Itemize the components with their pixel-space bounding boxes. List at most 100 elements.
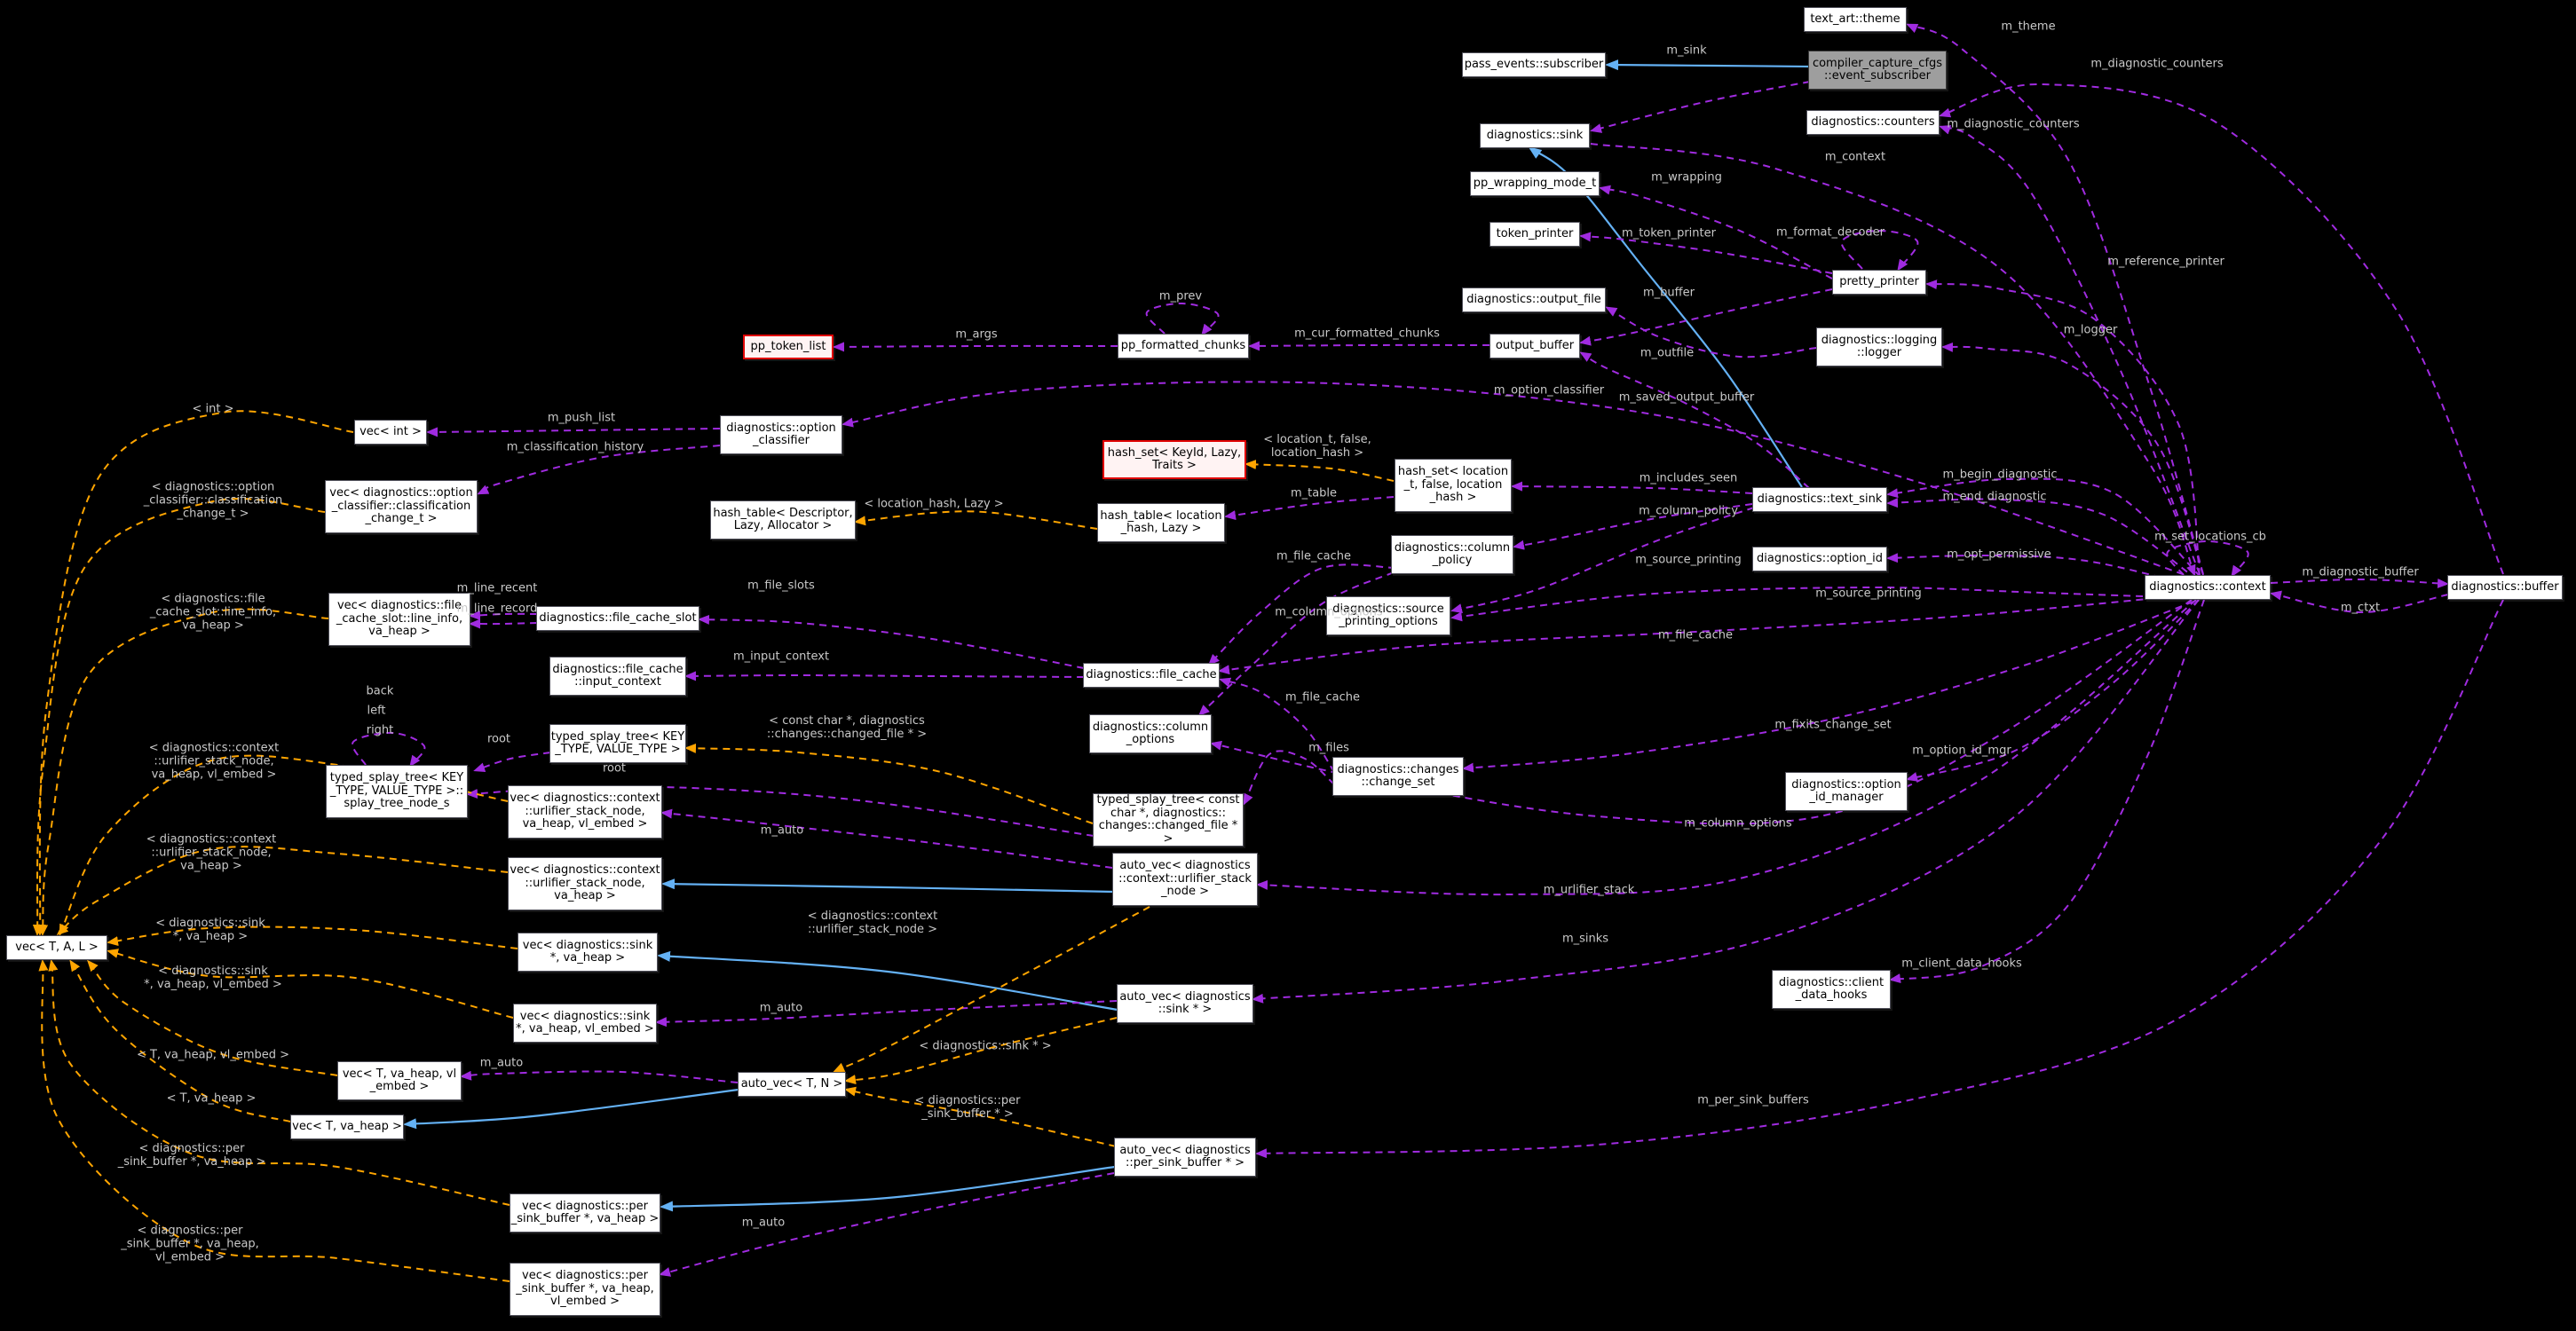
usage-edge	[1450, 507, 1755, 613]
node-label: diagnostics::changes	[1337, 762, 1459, 776]
usage-edge	[833, 342, 1118, 352]
node-auto-vec-urlifier[interactable]: auto_vec< diagnostics::context::urlifier…	[1112, 853, 1258, 906]
node-label: _change_t >	[365, 512, 438, 526]
node-pp-formatted-chunks[interactable]: pp_formatted_chunks	[1118, 334, 1249, 358]
usage-edge	[426, 427, 721, 437]
node-vec-int[interactable]: vec< int >	[354, 420, 427, 445]
node-vec-psb[interactable]: vec< diagnostics::per_sink_buffer *, va_…	[510, 1193, 660, 1233]
node-label: output_buffer	[1495, 338, 1575, 352]
node-vec-t[interactable]: vec< T, va_heap >	[290, 1114, 404, 1139]
node-input-context[interactable]: diagnostics::file_cache::input_context	[549, 657, 686, 696]
inheritance-edge	[1605, 59, 1811, 71]
inheritance-edge	[660, 1165, 1116, 1212]
node-auto-vec-tn[interactable]: auto_vec< T, N >	[738, 1072, 846, 1097]
node-column-policy[interactable]: diagnostics::column_policy	[1391, 535, 1513, 574]
usage-edge	[684, 671, 1085, 681]
usage-edge	[1243, 750, 1335, 806]
node-vec-t-embed[interactable]: vec< T, va_heap, vl_embed >	[337, 1061, 462, 1100]
node-label: vec< diagnostics::per	[522, 1269, 648, 1283]
node-token-printer[interactable]: token_printer	[1489, 222, 1580, 247]
node-label: vec< diagnostics::context	[510, 792, 660, 806]
template-edge	[69, 959, 291, 1122]
node-label: hash_table< Descriptor,	[713, 506, 853, 520]
node-label: diagnostics::source	[1332, 602, 1444, 616]
node-label: diagnostics::file_cache	[1086, 667, 1217, 681]
node-label: vec< diagnostics::context	[510, 863, 660, 878]
node-pp-token-list[interactable]: pp_token_list	[743, 335, 834, 359]
node-client-data-hooks[interactable]: diagnostics::client_data_hooks	[1772, 970, 1891, 1009]
node-hash-set-keyid[interactable]: hash_set< KeyId, Lazy,Traits >	[1102, 440, 1246, 479]
node-label: _hash >	[1429, 491, 1477, 505]
node-vec-tal[interactable]: vec< T, A, L >	[6, 935, 107, 960]
node-event-subscriber[interactable]: compiler_capture_cfgs::event_subscriber	[1808, 51, 1947, 90]
node-context[interactable]: diagnostics::context	[2145, 575, 2271, 600]
node-theme[interactable]: text_art::theme	[1804, 7, 1907, 32]
template-edge	[87, 959, 338, 1076]
node-label: diagnostics::column	[1394, 540, 1511, 555]
node-label: _embed >	[369, 1080, 430, 1093]
usage-edge	[1256, 599, 2197, 896]
node-pretty-printer[interactable]: pretty_printer	[1832, 270, 1926, 295]
node-pp-wrapping[interactable]: pp_wrapping_mode_t	[1470, 171, 1600, 196]
node-typed-splay-kv[interactable]: typed_splay_tree< KEY_TYPE, VALUE_TYPE >	[549, 724, 686, 763]
node-label: _TYPE, VALUE_TYPE >::	[329, 784, 464, 798]
node-buffer[interactable]: diagnostics::buffer	[2447, 575, 2563, 600]
template-edge	[1245, 460, 1395, 482]
node-sink[interactable]: diagnostics::sink	[1480, 123, 1590, 148]
node-file-cache[interactable]: diagnostics::file_cache	[1083, 663, 1220, 688]
node-vec-line-info[interactable]: vec< diagnostics::file_cache_slot::line_…	[328, 593, 470, 646]
node-label: auto_vec< diagnostics	[1119, 989, 1251, 1004]
node-file-cache-slot[interactable]: diagnostics::file_cache_slot	[536, 606, 699, 631]
node-pass-subscriber[interactable]: pass_events::subscriber	[1462, 52, 1606, 77]
node-vec-sink-embed[interactable]: vec< diagnostics::sink*, va_heap, vl_emb…	[513, 1004, 657, 1043]
usage-edge	[1906, 23, 2204, 575]
node-label: _sink_buffer *, va_heap >	[510, 1212, 660, 1225]
usage-edge	[1590, 81, 1811, 133]
template-edge	[48, 959, 510, 1206]
node-counters[interactable]: diagnostics::counters	[1806, 110, 1940, 135]
template-edge	[107, 925, 518, 949]
inheritance-edge	[661, 878, 1114, 894]
node-output-file[interactable]: diagnostics::output_file	[1462, 287, 1606, 312]
usage-edge	[1840, 229, 1919, 272]
node-column-options[interactable]: diagnostics::column_options	[1089, 714, 1212, 753]
node-label: pp_wrapping_mode_t	[1473, 176, 1597, 190]
node-logger[interactable]: diagnostics::logging::logger	[1816, 327, 1942, 366]
usage-edge	[1219, 677, 1335, 773]
node-option-id-manager[interactable]: diagnostics::option_id_manager	[1785, 772, 1908, 811]
node-hash-table-desc[interactable]: hash_table< Descriptor,Lazy, Allocator >	[710, 500, 856, 539]
node-change-set[interactable]: diagnostics::changes::change_set	[1332, 757, 1464, 796]
node-label: _classifier	[753, 434, 810, 447]
node-text-sink[interactable]: diagnostics::text_sink	[1752, 487, 1887, 512]
node-output-buffer[interactable]: output_buffer	[1489, 334, 1580, 358]
usage-edge	[1252, 599, 2200, 1004]
node-vec-urlifier-embed[interactable]: vec< diagnostics::context::urlifier_stac…	[508, 785, 662, 839]
template-edge	[844, 1017, 1118, 1085]
node-label: ::change_set	[1361, 776, 1435, 789]
node-source-printing[interactable]: diagnostics::source_printing_options	[1326, 596, 1450, 635]
node-vec-urlifier[interactable]: vec< diagnostics::context::urlifier_stac…	[508, 857, 662, 910]
node-label: diagnostics::client	[1778, 975, 1885, 989]
usage-edge	[1579, 288, 1833, 346]
node-vec-psb-embed[interactable]: vec< diagnostics::per_sink_buffer *, va_…	[510, 1263, 660, 1316]
node-label: vec< diagnostics::option	[329, 486, 473, 500]
node-option-classifier[interactable]: diagnostics::option_classifier	[720, 415, 842, 454]
node-label: vec< diagnostics::per	[522, 1199, 648, 1213]
node-label: va_heap >	[368, 625, 431, 639]
usage-edge	[1218, 594, 2193, 675]
node-label: va_heap >	[554, 889, 616, 903]
template-edge	[833, 906, 1150, 1073]
node-auto-vec-sink[interactable]: auto_vec< diagnostics::sink * >	[1117, 984, 1253, 1023]
node-splay-node[interactable]: typed_splay_tree< KEY_TYPE, VALUE_TYPE >…	[326, 765, 468, 818]
node-hash-set-loc[interactable]: hash_set< location_t, false, location_ha…	[1395, 459, 1512, 512]
usage-edge	[1450, 586, 2193, 622]
node-label: ::urlifier_stack_node,	[525, 804, 645, 818]
node-label: diagnostics::text_sink	[1757, 492, 1883, 506]
node-hash-table-loc[interactable]: hash_table< location_hash, Lazy >	[1097, 503, 1225, 542]
node-vec-class-change[interactable]: vec< diagnostics::option_classifier::cla…	[325, 480, 478, 533]
node-vec-sink[interactable]: vec< diagnostics::sink*, va_heap >	[518, 933, 658, 972]
node-option-id[interactable]: diagnostics::option_id	[1752, 547, 1887, 571]
template-edge	[32, 498, 326, 936]
node-auto-vec-psb[interactable]: auto_vec< diagnostics::per_sink_buffer *…	[1114, 1138, 1256, 1177]
